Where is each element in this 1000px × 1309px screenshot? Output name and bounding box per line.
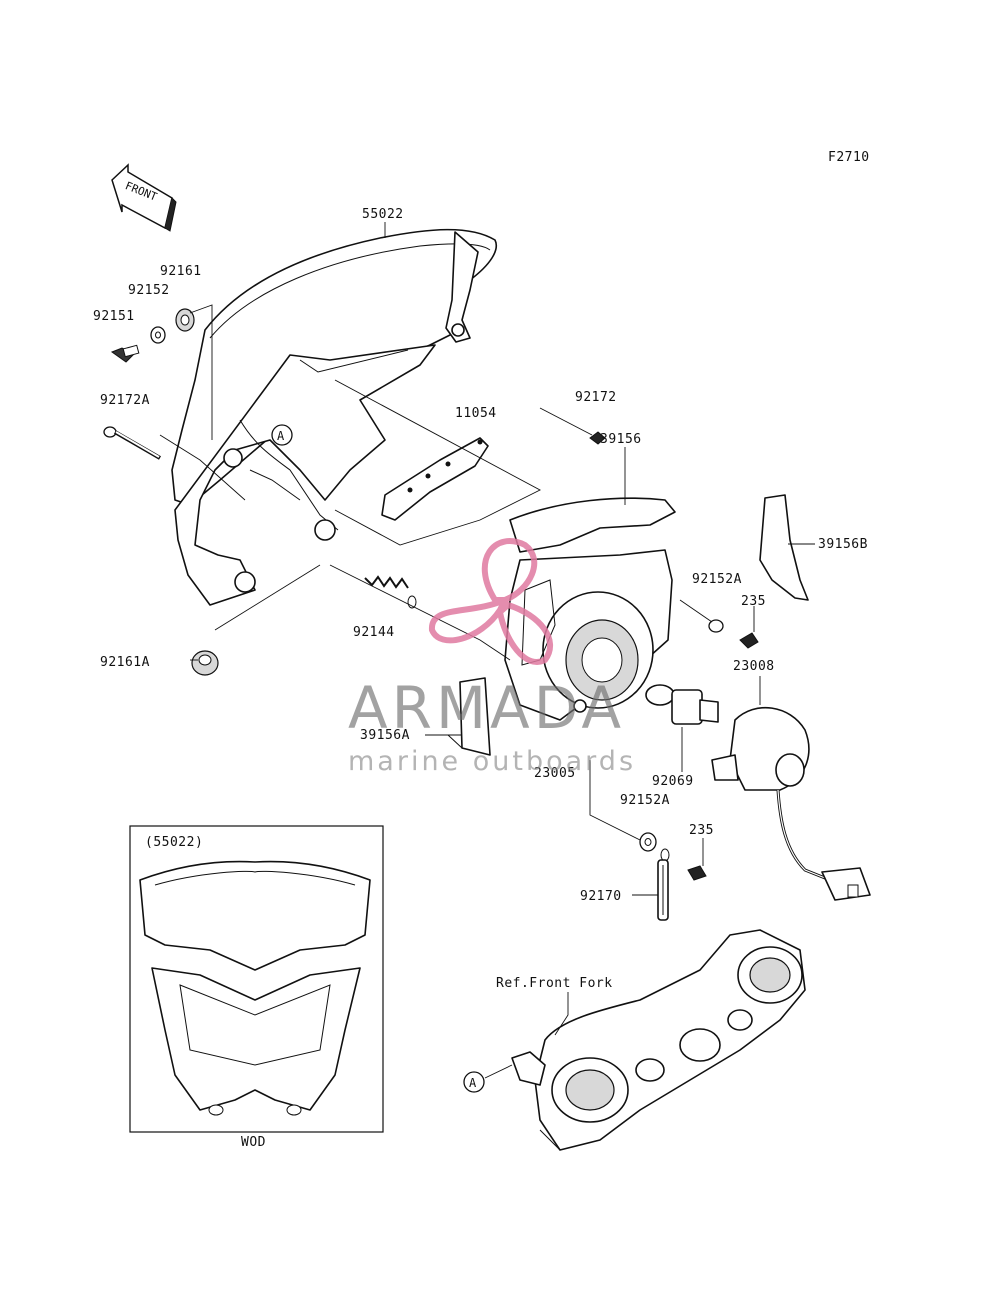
washer-92152 bbox=[150, 326, 166, 344]
label-92069: 92069 bbox=[652, 774, 694, 789]
label-92152: 92152 bbox=[128, 283, 170, 298]
label-92151: 92151 bbox=[93, 309, 135, 324]
label-235-top: 235 bbox=[741, 594, 766, 609]
inset-ref-label: (55022) bbox=[145, 835, 203, 850]
label-92170: 92170 bbox=[580, 889, 622, 904]
front-arrow-icon: FRONT bbox=[111, 163, 177, 232]
propeller-logo-icon bbox=[429, 538, 553, 665]
screw-92172 bbox=[589, 431, 606, 445]
label-92172A: 92172A bbox=[100, 393, 150, 408]
label-92144: 92144 bbox=[353, 625, 395, 640]
reflector-strip-39156 bbox=[509, 497, 676, 553]
washer-92152A-bottom bbox=[639, 832, 657, 852]
reflector-39156B bbox=[759, 494, 809, 601]
label-23008: 23008 bbox=[733, 659, 775, 674]
screw-235-bottom bbox=[687, 865, 707, 881]
label-39156: 39156 bbox=[600, 432, 642, 447]
figure-code: F2710 bbox=[828, 150, 870, 165]
headlight-cover-55022 bbox=[171, 228, 497, 606]
bulb-92069 bbox=[645, 684, 719, 725]
label-235-bottom: 235 bbox=[689, 823, 714, 838]
washer-92152A-top bbox=[708, 619, 724, 633]
reflector-39156A bbox=[447, 677, 491, 756]
label-23005: 23005 bbox=[534, 766, 576, 781]
watermark-tagline: marine outboards bbox=[348, 746, 636, 777]
spring-92144 bbox=[364, 575, 417, 609]
label-55022: 55022 bbox=[362, 207, 404, 222]
label-ref-front-fork: Ref.Front Fork bbox=[496, 976, 613, 991]
headlight-unit-23005 bbox=[504, 549, 673, 721]
clip-92170 bbox=[657, 848, 670, 921]
callout-marker-a-upper: A bbox=[271, 424, 293, 446]
inset-caption: WOD bbox=[241, 1135, 266, 1150]
grommet-92161A bbox=[191, 650, 219, 676]
label-11054: 11054 bbox=[455, 406, 497, 421]
bracket-11054 bbox=[381, 437, 489, 521]
watermark-brand: ARMADA bbox=[348, 674, 625, 742]
label-39156B: 39156B bbox=[818, 537, 868, 552]
grommet-92161 bbox=[175, 308, 195, 332]
label-39156A: 39156A bbox=[360, 728, 410, 743]
bolt-92151 bbox=[110, 344, 140, 363]
label-92161A: 92161A bbox=[100, 655, 150, 670]
watermark: ARMADA marine outboards bbox=[348, 538, 636, 777]
socket-cover-23008 bbox=[711, 706, 871, 901]
callout-a-upper-label: A bbox=[277, 429, 285, 443]
label-92161: 92161 bbox=[160, 264, 202, 279]
long-bolt-92172A bbox=[103, 426, 162, 460]
label-92172: 92172 bbox=[575, 390, 617, 405]
callout-a-lower-label: A bbox=[469, 1076, 477, 1090]
callout-marker-a-lower: A bbox=[463, 1071, 485, 1093]
inset-wod: (55022) WOD bbox=[129, 825, 384, 1150]
screw-235-top bbox=[739, 632, 759, 649]
label-92152A-top: 92152A bbox=[692, 572, 742, 587]
label-92152A-bottom-visible: 92152A bbox=[620, 793, 670, 808]
front-fork-triple-clamp bbox=[511, 929, 806, 1151]
